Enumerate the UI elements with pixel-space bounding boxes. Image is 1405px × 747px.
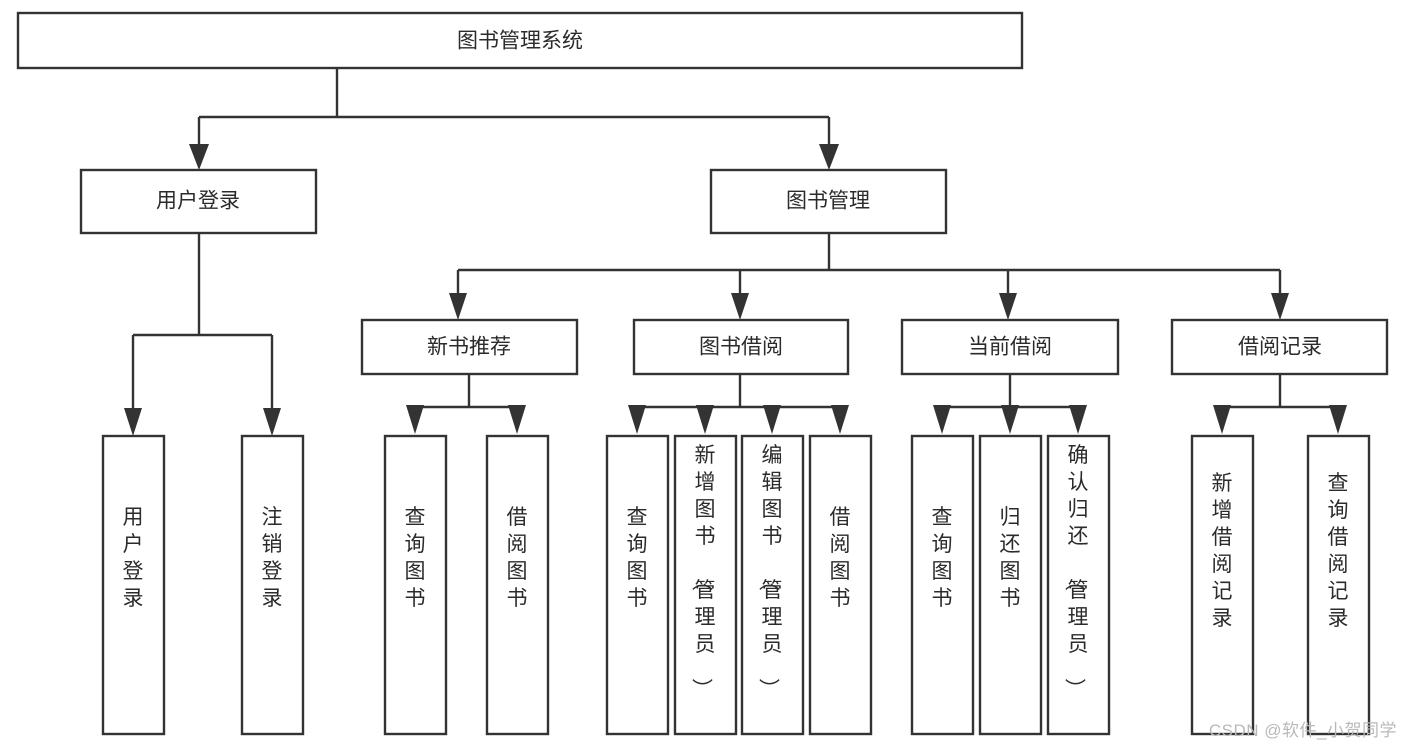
node-leaf-return-book-label: 归还图书: [1000, 506, 1021, 610]
node-current-borrow[interactable]: 当前借阅: [900, 318, 1120, 376]
arrow-leaf-query-book-1: [406, 405, 424, 434]
node-leaf-add-book[interactable]: 新增图书（管理员）: [673, 434, 738, 736]
node-leaf-edit-book-box[interactable]: [740, 434, 805, 736]
arrow-leaf-user-login: [124, 408, 142, 436]
arrow-leaf-borrow-book-1: [508, 405, 526, 434]
node-leaf-borrow-book-1-label: 借阅图书: [507, 506, 528, 610]
node-leaf-query-book-1[interactable]: 查询图书: [383, 434, 448, 736]
node-borrow-record-box[interactable]: [1170, 318, 1389, 376]
node-leaf-borrow-book-1[interactable]: 借阅图书: [485, 434, 550, 736]
node-leaf-add-record[interactable]: 新增借阅记录: [1190, 434, 1255, 736]
node-book-manage[interactable]: 图书管理: [709, 168, 948, 235]
node-root-box[interactable]: [16, 11, 1024, 70]
node-leaf-user-login-label: 用户登录: [123, 506, 144, 610]
node-leaf-add-record-box[interactable]: [1190, 434, 1255, 736]
arrow-leaf-return-book: [1001, 405, 1019, 434]
node-leaf-query-book-3-box[interactable]: [910, 434, 975, 736]
connector-layer: [124, 68, 1347, 436]
arrow-to-book-borrow: [731, 293, 749, 320]
node-user-login-label: 用户登录: [156, 190, 240, 213]
node-current-borrow-box[interactable]: [900, 318, 1120, 376]
node-book-borrow[interactable]: 图书借阅: [632, 318, 850, 376]
arrow-leaf-query-book-2: [628, 405, 646, 434]
node-leaf-query-book-3-label: 查询图书: [932, 506, 953, 610]
node-leaf-query-book-2[interactable]: 查询图书: [605, 434, 670, 736]
node-leaf-user-logout-label: 注销登录: [262, 506, 283, 610]
node-leaf-edit-book[interactable]: 编辑图书（管理员）: [740, 434, 805, 736]
node-leaf-add-record-label: 新增借阅记录: [1212, 472, 1233, 630]
arrow-leaf-query-book-3: [933, 405, 951, 434]
node-leaf-user-login[interactable]: 用户登录: [101, 434, 166, 736]
node-root-label: 图书管理系统: [457, 30, 583, 53]
node-leaf-user-logout-box[interactable]: [240, 434, 305, 736]
node-leaf-add-book-box[interactable]: [673, 434, 738, 736]
node-leaf-confirm-return[interactable]: 确认归还（管理员）: [1046, 434, 1111, 736]
node-current-borrow-label: 当前借阅: [968, 336, 1052, 359]
node-root[interactable]: 图书管理系统: [16, 11, 1024, 70]
arrow-to-current-borrow: [999, 293, 1017, 320]
node-leaf-query-record[interactable]: 查询借阅记录: [1306, 434, 1371, 736]
node-leaf-query-book-1-box[interactable]: [383, 434, 448, 736]
node-user-login-box[interactable]: [79, 168, 318, 235]
node-leaf-query-record-box[interactable]: [1306, 434, 1371, 736]
arrow-leaf-borrow-book-2: [831, 405, 849, 434]
node-leaf-borrow-book-2-box[interactable]: [808, 434, 873, 736]
node-leaf-query-record-label: 查询借阅记录: [1328, 472, 1349, 630]
node-user-login[interactable]: 用户登录: [79, 168, 318, 235]
node-leaf-query-book-2-box[interactable]: [605, 434, 670, 736]
node-leaf-user-login-box[interactable]: [101, 434, 166, 736]
node-leaf-query-book-1-label: 查询图书: [405, 506, 426, 610]
node-leaf-query-book-2-label: 查询图书: [627, 506, 648, 610]
node-leaf-user-logout[interactable]: 注销登录: [240, 434, 305, 736]
node-new-book-recommend-box[interactable]: [360, 318, 579, 376]
node-leaf-borrow-book-1-box[interactable]: [485, 434, 550, 736]
node-new-book-recommend[interactable]: 新书推荐: [360, 318, 579, 376]
arrow-leaf-edit-book: [763, 405, 781, 434]
node-book-manage-label: 图书管理: [786, 190, 870, 213]
node-book-manage-box[interactable]: [709, 168, 948, 235]
node-leaf-add-book-label: 新增图书（管理员）: [690, 444, 716, 699]
arrow-leaf-user-logout: [263, 408, 281, 436]
node-leaf-borrow-book-2-label: 借阅图书: [830, 506, 851, 610]
node-borrow-record-label: 借阅记录: [1238, 336, 1322, 359]
node-borrow-record[interactable]: 借阅记录: [1170, 318, 1389, 376]
arrow-leaf-add-book: [696, 405, 714, 434]
arrow-leaf-confirm-return: [1069, 405, 1087, 434]
node-leaf-return-book-box[interactable]: [978, 434, 1043, 736]
arrow-to-user-login: [189, 144, 209, 170]
arrow-leaf-query-record: [1329, 405, 1347, 434]
node-leaf-confirm-return-label: 确认归还（管理员）: [1063, 444, 1089, 699]
node-leaf-query-book-3[interactable]: 查询图书: [910, 434, 975, 736]
node-leaf-confirm-return-box[interactable]: [1046, 434, 1111, 736]
node-book-borrow-box[interactable]: [632, 318, 850, 376]
node-leaf-return-book[interactable]: 归还图书: [978, 434, 1043, 736]
arrow-to-new-book-recommend: [449, 293, 467, 320]
arrow-to-borrow-record: [1271, 293, 1289, 320]
csdn-watermark: CSDN @软件_小贺同学: [1208, 721, 1397, 740]
arrow-to-book-manage: [819, 144, 839, 170]
arrow-leaf-add-record: [1213, 405, 1231, 434]
node-leaf-borrow-book-2[interactable]: 借阅图书: [808, 434, 873, 736]
node-new-book-recommend-label: 新书推荐: [427, 336, 511, 359]
node-leaf-edit-book-label: 编辑图书（管理员）: [757, 444, 783, 699]
node-book-borrow-label: 图书借阅: [699, 336, 783, 359]
